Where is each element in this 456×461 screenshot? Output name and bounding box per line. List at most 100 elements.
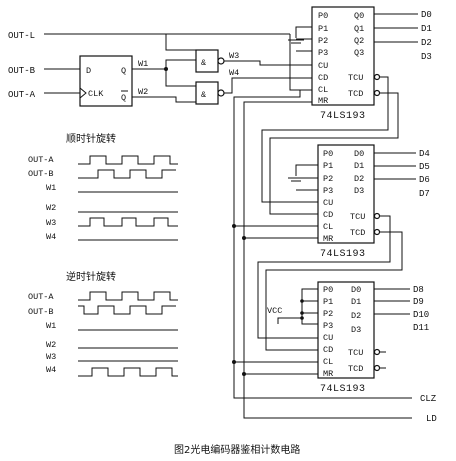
counter-1: P0 P1 P2 P3 CU CD CL MR Q0 Q1 Q2 Q3 TCU …: [311, 6, 381, 106]
and-gate-bottom-symbol: &: [201, 90, 206, 100]
c1-pin-cu: CU: [318, 61, 328, 71]
output-d9: D9: [413, 297, 424, 307]
c2-pin-d2: D2: [354, 174, 364, 184]
ccw-label-out-b: OUT-B: [28, 307, 54, 317]
w3-label: W3: [229, 51, 239, 61]
c3-pin-cu: CU: [323, 333, 333, 343]
cw-label-w3: W3: [46, 218, 56, 228]
ccw-label-w1: W1: [46, 321, 56, 331]
counter-3-name: 74LS193: [320, 384, 366, 395]
output-d0: D0: [421, 10, 432, 20]
c2-pin-cu: CU: [323, 198, 333, 208]
d-flip-flop: D Q CLK Q: [79, 55, 133, 107]
and-gate-top: &: [195, 49, 225, 73]
input-out-l-label: OUT-L: [8, 31, 35, 41]
c2-pin-tcd: TCD: [350, 228, 365, 238]
vcc-label: VCC: [267, 306, 282, 316]
c2-pin-d3: D3: [354, 186, 364, 196]
output-d3: D3: [421, 52, 432, 62]
w4-label: W4: [229, 68, 239, 78]
cw-signal-labels: OUT-A OUT-B W1 W2 W3 W4: [28, 155, 56, 242]
counter-2-outputs: [374, 152, 416, 180]
c3-pin-p1: P1: [323, 297, 333, 307]
figure-caption: 图2光电编码器鉴相计数电路: [174, 443, 300, 456]
dff-clk-pin: CLK: [88, 89, 104, 99]
c3-pin-tcu: TCU: [348, 348, 363, 358]
dff-q-pin: Q: [121, 66, 126, 76]
counter-1-ground: [288, 26, 312, 52]
ccw-label-out-a: OUT-A: [28, 292, 54, 302]
counter-1-name: 74LS193: [320, 111, 366, 122]
counter-3-vcc: [277, 288, 318, 325]
ccw-label-w4: W4: [46, 365, 56, 375]
and-gate-top-symbol: &: [201, 58, 206, 68]
output-d7: D7: [419, 189, 430, 199]
cw-label-out-b: OUT-B: [28, 169, 54, 179]
output-d5: D5: [419, 162, 430, 172]
cw-label-w4: W4: [46, 232, 56, 242]
c1-pin-cd: CD: [318, 73, 328, 83]
c2-pin-cd: CD: [323, 210, 333, 220]
c1-pin-p0: P0: [318, 11, 328, 21]
dff-qbar-pin: Q: [121, 93, 126, 103]
c1-pin-p1: P1: [318, 24, 328, 34]
c1-pin-mr: MR: [318, 96, 328, 106]
w2-label: W2: [138, 87, 148, 97]
cw-label-w2: W2: [46, 203, 56, 213]
c1-pin-q1: Q1: [354, 24, 364, 34]
c3-pin-p3: P3: [323, 321, 333, 331]
cw-label-out-a: OUT-A: [28, 155, 54, 165]
c1-pin-tcd: TCD: [348, 89, 363, 99]
c1-pin-q0: Q0: [354, 11, 364, 21]
c2-pin-mr: MR: [323, 234, 333, 244]
c3-pin-d3: D3: [351, 325, 361, 335]
counter-2-ground: [288, 164, 318, 191]
and-gate-bottom: &: [195, 81, 225, 105]
output-d2: D2: [421, 38, 432, 48]
counter-1-outputs: [374, 13, 418, 43]
c1-pin-tcu: TCU: [348, 73, 363, 83]
c3-pin-d2: D2: [351, 311, 361, 321]
dff-output-wires: [132, 59, 196, 103]
ccw-title: 逆时针旋转: [66, 270, 116, 283]
ccw-waveforms: [78, 291, 178, 377]
output-d6: D6: [419, 175, 430, 185]
dff-d-pin: D: [86, 66, 91, 76]
cw-label-w1: W1: [46, 183, 56, 193]
ccw-label-w2: W2: [46, 340, 56, 350]
c3-pin-d1: D1: [351, 297, 361, 307]
input-out-b-label: OUT-B: [8, 66, 36, 76]
c2-pin-p3: P3: [323, 186, 333, 196]
output-d1: D1: [421, 24, 432, 34]
c1-pin-p3: P3: [318, 48, 328, 58]
bus-clz-label: CLZ: [420, 394, 437, 404]
cw-waveforms: [78, 155, 178, 241]
output-d8: D8: [413, 285, 424, 295]
counter-2: P0 P1 P2 P3 CU CD CL MR D0 D1 D2 D3 TCU …: [317, 144, 381, 244]
w1-label: W1: [138, 59, 148, 69]
cascade-wires: [232, 76, 412, 419]
c3-pin-p0: P0: [323, 285, 333, 295]
counter-3-outputs: [374, 288, 410, 315]
c1-pin-p2: P2: [318, 36, 328, 46]
c3-pin-d0: D0: [351, 285, 361, 295]
ccw-signal-labels: OUT-A OUT-B W1 W2 W3 W4: [28, 292, 56, 375]
counter-2-name: 74LS193: [320, 249, 366, 260]
c2-pin-cl: CL: [323, 222, 333, 232]
c2-pin-d1: D1: [354, 161, 364, 171]
bus-ld-label: LD: [426, 414, 437, 424]
c3-pin-p2: P2: [323, 309, 333, 319]
cw-title: 顺时针旋转: [66, 132, 116, 145]
c2-pin-d0: D0: [354, 149, 364, 159]
c3-pin-cl: CL: [323, 357, 333, 367]
output-d4: D4: [419, 149, 430, 159]
output-d10: D10: [413, 310, 429, 320]
c2-pin-p2: P2: [323, 174, 333, 184]
c2-pin-p0: P0: [323, 149, 333, 159]
input-wires: [44, 33, 290, 94]
c1-pin-q3: Q3: [354, 48, 364, 58]
ccw-label-w3: W3: [46, 352, 56, 362]
c3-pin-mr: MR: [323, 369, 333, 379]
c2-pin-p1: P1: [323, 161, 333, 171]
